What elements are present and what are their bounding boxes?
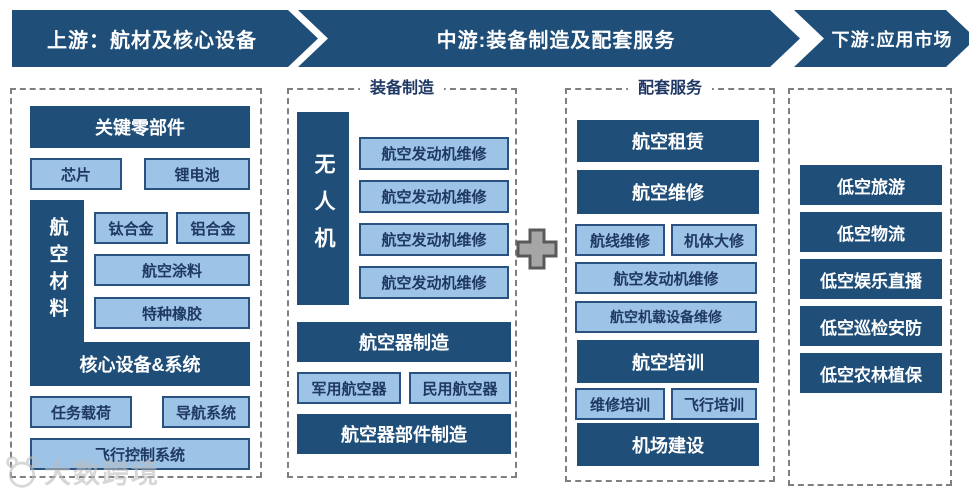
low-altitude-entertainment-box: 低空娱乐直播 [800,259,942,299]
engine-box-1: 航空发动机维修 [359,137,509,170]
airframe-overhaul-box: 机体大修 [671,224,757,256]
aviation-coating-box: 航空涂料 [94,254,250,286]
engine-box-3: 航空发动机维修 [359,223,509,256]
low-altitude-logistics-box: 低空物流 [800,212,942,252]
aviation-materials-box: 航空材料 [30,200,84,342]
military-aircraft-box: 军用航空器 [297,372,401,404]
aircraft-manufacturing-header: 航空器制造 [297,322,511,362]
navigation-system-box: 导航系统 [162,396,250,428]
downstream-panel: 低空旅游 低空物流 低空娱乐直播 低空巡检安防 低空农林植保 [788,88,952,486]
airport-construction-header: 机场建设 [577,423,759,466]
supporting-services-panel: 配套服务 航空租赁 航空维修 航线维修 机体大修 航空发动机维修 航空机载设备维… [565,78,775,482]
equipment-manufacturing-panel: 装备制造 无人机 航空发动机维修 航空发动机维修 航空发动机维修 航空发动机维修… [287,78,517,478]
engine-maintenance-box: 航空发动机维修 [575,262,757,294]
special-rubber-box: 特种橡胶 [94,297,250,329]
flight-training-box: 飞行培训 [671,388,757,420]
flight-control-system-box: 飞行控制系统 [30,438,250,470]
uav-box: 无人机 [297,112,349,305]
upstream-panel: 关键零部件 芯片 锂电池 航空材料 钛合金 铝合金 航空涂料 特种橡胶 核心设备… [10,88,262,478]
civil-aircraft-box: 民用航空器 [409,372,511,404]
banner-midstream: 中游:装备制造及配套服务 [298,10,800,67]
core-equipment-header: 核心设备&系统 [30,342,250,386]
aviation-maintenance-header: 航空维修 [577,170,759,214]
banner-upstream: 上游：航材及核心设备 [12,10,318,67]
low-altitude-agriculture-box: 低空农林植保 [800,353,942,393]
engine-box-4: 航空发动机维修 [359,266,509,299]
lithium-battery-box: 锂电池 [144,158,250,190]
aviation-leasing-header: 航空租赁 [577,120,759,162]
airborne-equipment-maintenance-box: 航空机载设备维修 [575,301,757,333]
mission-payload-box: 任务载荷 [30,396,132,428]
plus-icon [513,225,561,273]
maintenance-training-box: 维修培训 [575,388,665,420]
supporting-services-title: 配套服务 [627,78,713,100]
low-altitude-inspection-box: 低空巡检安防 [800,306,942,346]
line-maintenance-box: 航线维修 [575,224,665,256]
key-components-header: 关键零部件 [30,106,250,148]
low-altitude-tourism-box: 低空旅游 [800,165,942,205]
aircraft-parts-manufacturing-header: 航空器部件制造 [297,414,511,454]
engine-box-2: 航空发动机维修 [359,180,509,213]
equipment-manufacturing-title: 装备制造 [359,78,445,100]
titanium-alloy-box: 钛合金 [94,212,168,244]
banner-downstream: 下游:应用市场 [794,10,969,67]
aluminum-alloy-box: 铝合金 [176,212,250,244]
aviation-training-header: 航空培训 [577,340,759,383]
chip-box: 芯片 [30,158,122,190]
